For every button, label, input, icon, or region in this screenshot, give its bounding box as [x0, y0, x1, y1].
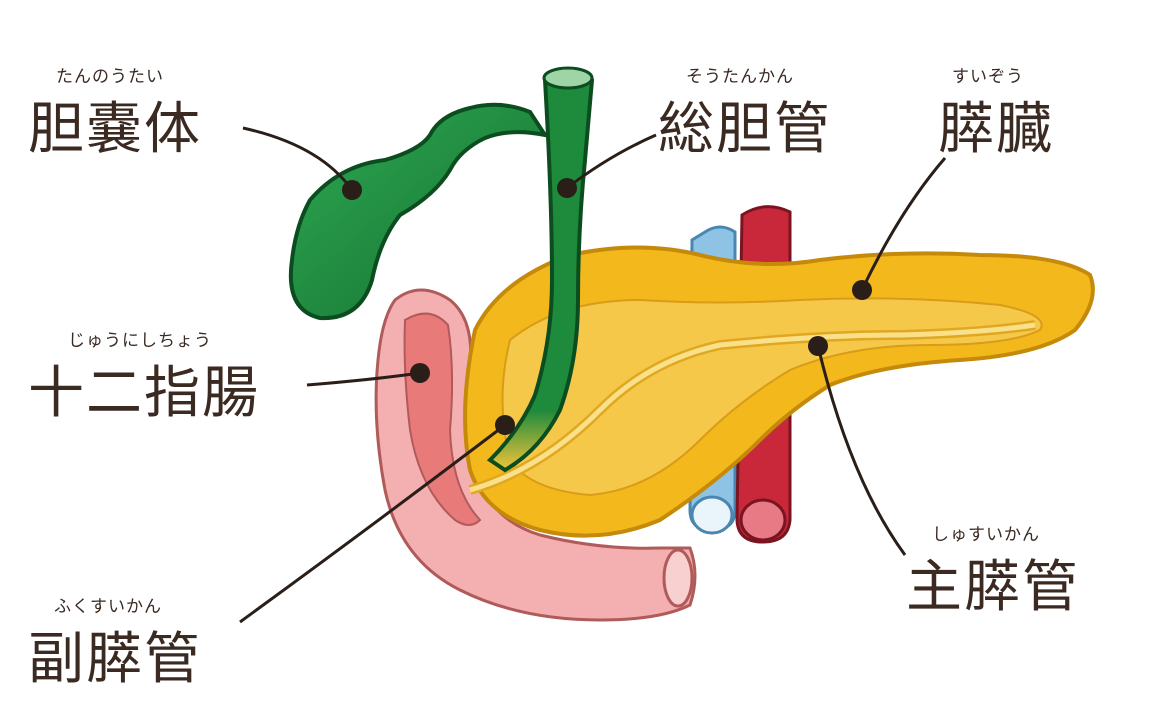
ruby-duodenum: じゅうにしちょう — [68, 331, 212, 351]
text-accessory-duct: 副膵管 — [28, 627, 202, 692]
text-pancreas: 膵臓 — [938, 97, 1054, 162]
common-bile-duct — [486, 70, 595, 473]
text-gallbladder: 胆嚢体 — [28, 97, 202, 162]
ruby-common-bile-duct: そうたんかん — [686, 67, 794, 87]
vein-opening — [690, 495, 734, 535]
ruby-pancreas: すいぞう — [952, 67, 1024, 87]
pancreas — [463, 245, 1095, 538]
ruby-gallbladder: たんのうたい — [56, 67, 164, 87]
ruby-main-duct: しゅすいかん — [932, 525, 1040, 545]
gallbladder — [288, 66, 595, 473]
artery-opening — [739, 498, 787, 542]
leader-lines — [239, 126, 947, 624]
leader-dots — [342, 178, 872, 435]
text-duodenum: 十二指腸 — [28, 361, 260, 426]
text-common-bile-duct: 総胆管 — [658, 97, 832, 162]
ruby-accessory-duct: ふくすいかん — [54, 597, 162, 617]
text-main-duct: 主膵管 — [906, 555, 1080, 620]
